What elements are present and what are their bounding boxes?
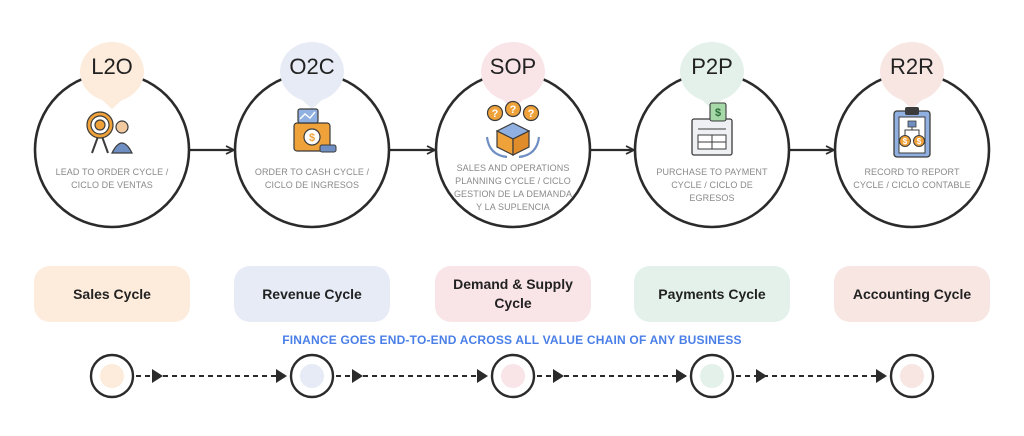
cycle-card: Demand & Supply Cycle xyxy=(435,266,591,322)
cycle-card: Accounting Cycle xyxy=(834,266,990,322)
question-box-icon: ??? xyxy=(485,100,541,159)
timeline-dot xyxy=(100,364,124,388)
node-description: LEAD TO ORDER CYCLE / CICLO DE VENTAS xyxy=(55,167,169,190)
process-node: ??? xyxy=(434,42,592,229)
process-node: $ xyxy=(633,42,791,229)
process-node xyxy=(33,42,191,229)
node-code: R2R xyxy=(889,54,934,79)
invoice-icon: $ xyxy=(691,102,733,156)
node-description: RECORD TO REPORT CYCLE / CICLO CONTABLE xyxy=(853,167,971,190)
code-badge xyxy=(481,42,545,109)
timeline-arrow xyxy=(553,369,564,383)
svg-text:$: $ xyxy=(309,132,315,144)
timeline-arrow xyxy=(756,369,767,383)
timeline-dot xyxy=(700,364,724,388)
timeline-arrow xyxy=(352,369,363,383)
timeline-arrow xyxy=(876,369,887,383)
process-node: $ xyxy=(233,42,391,229)
node-code: P2P xyxy=(691,54,733,79)
timeline-arrow xyxy=(676,369,687,383)
clipboard-report-icon: $$ xyxy=(893,107,931,158)
timeline-arrow xyxy=(477,369,488,383)
timeline-arrow xyxy=(276,369,287,383)
svg-text:?: ? xyxy=(510,104,517,116)
node-description: SALES AND OPERATIONS PLANNING CYCLE / CI… xyxy=(453,163,573,212)
cycle-card: Payments Cycle xyxy=(634,266,790,322)
svg-text:$: $ xyxy=(903,137,908,146)
timeline-arrow xyxy=(152,369,163,383)
cash-register-icon: $ xyxy=(293,108,337,153)
timeline-dot xyxy=(900,364,924,388)
svg-text:?: ? xyxy=(492,108,499,120)
svg-text:$: $ xyxy=(715,107,721,119)
node-code: L2O xyxy=(91,54,133,79)
process-node: $$ xyxy=(833,42,991,229)
svg-text:$: $ xyxy=(917,137,922,146)
node-description: PURCHASE TO PAYMENT CYCLE / CICLO DE EGR… xyxy=(656,167,768,203)
code-badge xyxy=(880,42,944,109)
target-icon xyxy=(86,111,133,154)
node-code: O2C xyxy=(289,54,335,79)
cycle-card: Revenue Cycle xyxy=(234,266,390,322)
svg-text:?: ? xyxy=(528,108,535,120)
node-code: SOP xyxy=(489,54,537,79)
code-badge xyxy=(280,42,344,109)
timeline-dot xyxy=(300,364,324,388)
code-badge xyxy=(80,42,144,109)
node-description: ORDER TO CASH CYCLE / CICLO DE INGRESOS xyxy=(254,167,370,190)
code-badge xyxy=(680,42,744,109)
finance-banner: FINANCE GOES END-TO-END ACROSS ALL VALUE… xyxy=(282,333,742,347)
cycle-card: Sales Cycle xyxy=(34,266,190,322)
timeline-dot xyxy=(501,364,525,388)
